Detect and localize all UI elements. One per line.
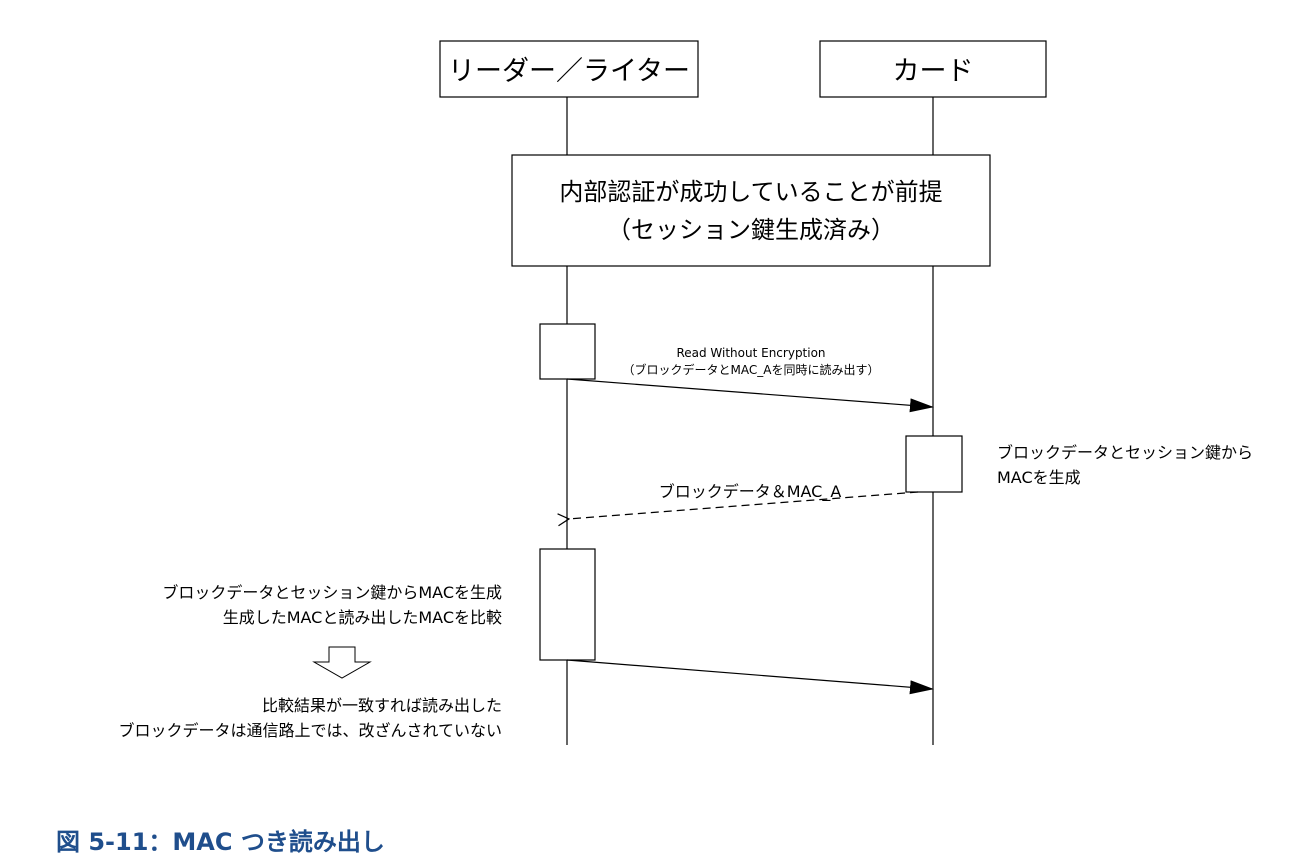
reader-note-line2: 生成したMACと読み出したMACを比較 <box>223 608 502 627</box>
conclusion-line1: 比較結果が一致すれば読み出した <box>262 696 502 715</box>
reader-activation-1 <box>539 323 596 380</box>
read-command-label: Read Without Encryption <box>676 346 825 360</box>
down-arrow-icon <box>312 646 372 679</box>
precondition-box: 内部認証が成功していることが前提 （セッション鍵生成済み） <box>511 154 991 267</box>
read-command-sublabel: （ブロックデータとMAC_Aを同時に読み出す） <box>623 362 880 377</box>
precondition-line1: 内部認証が成功していることが前提 <box>559 178 942 206</box>
participant-card: カード <box>819 40 1047 98</box>
precondition-line2: （セッション鍵生成済み） <box>607 216 895 244</box>
response-arrow <box>568 491 919 519</box>
card-note-line1: ブロックデータとセッション鍵から <box>997 443 1253 462</box>
card-activation <box>905 435 963 493</box>
figure-caption: 図 5-11：MAC つき読み出し <box>56 828 385 856</box>
response-label: ブロックデータ＆MAC_A <box>659 482 842 502</box>
conclusion-line2: ブロックデータは通信路上では、改ざんされていない <box>118 721 502 740</box>
final-arrow <box>566 659 934 695</box>
read-command-arrow <box>566 378 934 413</box>
participant-reader: リーダー／ライター <box>439 40 699 98</box>
reader-note-line1: ブロックデータとセッション鍵からMACを生成 <box>162 583 502 602</box>
card-note-line2: MACを生成 <box>997 468 1081 487</box>
participant-reader-label: リーダー／ライター <box>448 56 690 87</box>
participant-card-label: カード <box>893 56 974 87</box>
sequence-diagram: リーダー／ライター カード 内部認証が成功していることが前提 （セッション鍵生成… <box>118 40 1253 745</box>
reader-activation-2 <box>539 548 596 661</box>
